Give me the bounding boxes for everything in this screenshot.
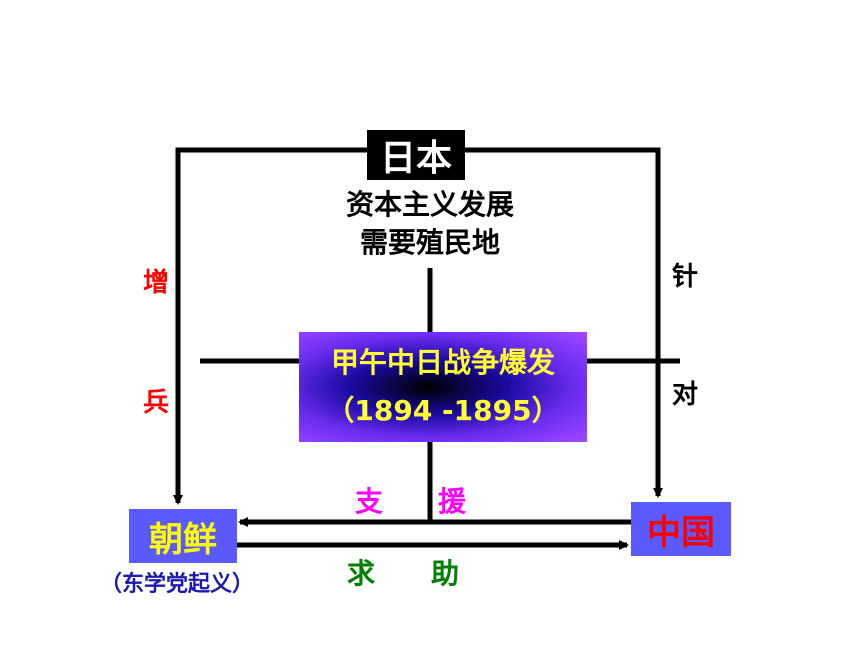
support-label-char2: 援 <box>438 485 467 518</box>
support-label-char1: 支 <box>355 485 384 518</box>
japan-node: 日本 <box>367 130 465 180</box>
increase-label-char1: 增 <box>143 268 170 298</box>
target-label-char1: 针 <box>672 262 699 292</box>
target-label-char2: 对 <box>672 380 699 410</box>
korea-note: （东学党起义） <box>100 572 255 597</box>
right-arrow-line <box>465 147 663 498</box>
japan-description-line2: 需要殖民地 <box>359 226 500 259</box>
help-label-char2: 助 <box>431 557 460 590</box>
war-node: 甲午中日战争爆发 （1894 -1895） <box>299 332 587 442</box>
china-node: 中国 <box>631 502 731 556</box>
left-arrow-line <box>173 147 367 505</box>
increase-label-char2: 兵 <box>143 388 170 418</box>
japan-label: 日本 <box>379 138 452 179</box>
japan-description: 资本主义发展 需要殖民地 <box>300 186 560 262</box>
help-label-char1: 求 <box>347 557 376 590</box>
japan-description-line1: 资本主义发展 <box>345 188 514 221</box>
korea-node: 朝鲜 <box>129 509 237 563</box>
war-title: 甲午中日战争爆发 <box>330 346 555 379</box>
china-label: 中国 <box>647 512 715 553</box>
war-years: （1894 -1895） <box>326 394 560 427</box>
korea-label: 朝鲜 <box>149 519 217 560</box>
